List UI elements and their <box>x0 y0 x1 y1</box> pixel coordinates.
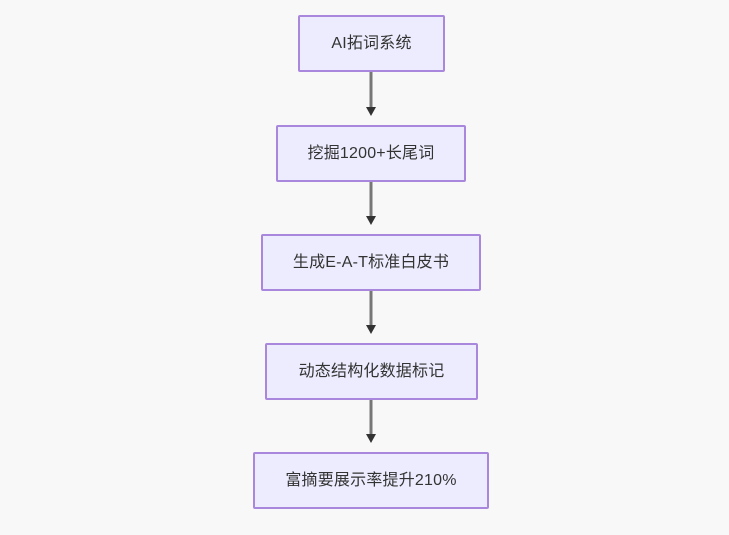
arrowhead-icon <box>366 325 376 334</box>
edge-line <box>369 182 373 218</box>
edge-line <box>369 72 373 109</box>
arrowhead-icon <box>366 216 376 225</box>
flow-node-label: 富摘要展示率提升210% <box>285 471 457 489</box>
flow-node-rich-snippet-uplift[interactable]: 富摘要展示率提升210% <box>253 452 489 509</box>
flow-node-dynamic-structured-data-markup[interactable]: 动态结构化数据标记 <box>265 343 478 400</box>
flow-node-ai-keyword-system[interactable]: AI拓词系统 <box>298 15 445 72</box>
flow-node-label: AI拓词系统 <box>331 34 412 52</box>
flow-node-label: 挖掘1200+长尾词 <box>307 144 435 162</box>
flow-node-label: 动态结构化数据标记 <box>298 362 445 380</box>
edge-line <box>369 400 373 436</box>
flow-node-mine-longtail-keywords[interactable]: 挖掘1200+长尾词 <box>276 125 466 182</box>
flow-node-generate-eat-whitepaper[interactable]: 生成E-A-T标准白皮书 <box>261 234 481 291</box>
arrowhead-icon <box>366 107 376 116</box>
arrowhead-icon <box>366 434 376 443</box>
edge-line <box>369 291 373 327</box>
flow-node-label: 生成E-A-T标准白皮书 <box>292 253 450 271</box>
